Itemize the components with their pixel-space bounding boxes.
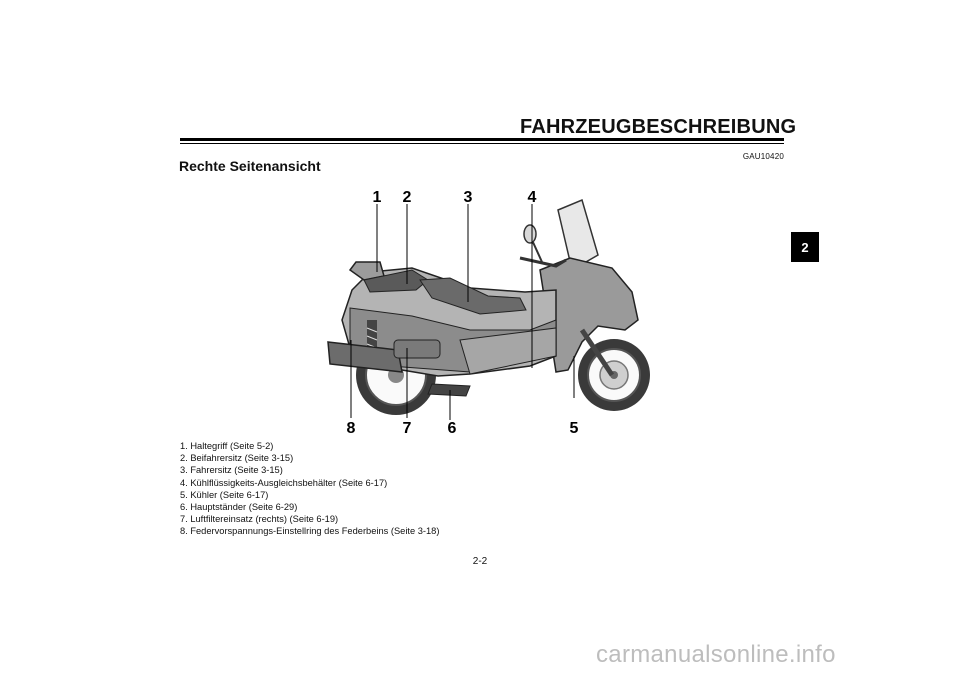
callout-3: 3 [464,189,473,206]
header-rule-thick [180,138,784,141]
chapter-header-title: FAHRZEUGBESCHREIBUNG [520,116,797,138]
parts-legend: 1. Haltegriff (Seite 5-2) 2. Beifahrersi… [180,440,439,538]
rider-seat [419,277,527,315]
air-filter-case [393,339,441,359]
legend-item: 1. Haltegriff (Seite 5-2) [180,441,274,451]
front-wheel [578,339,650,411]
windshield [557,198,599,272]
chapter-tab[interactable]: 2 [791,232,819,262]
callout-8: 8 [347,420,356,437]
legend-item: 8. Federvorspannungs-Einstellring des Fe… [180,526,440,537]
watermark: carmanualsonline.info [596,641,836,668]
legend-item: 5. Kühler (Seite 6-17) [180,489,269,500]
callout-6: 6 [448,420,457,437]
callout-1: 1 [373,189,382,206]
leader-lines [350,204,575,420]
scooter-right-side-illustration: 1 2 3 4 5 6 7 8 [327,189,650,437]
center-stand [427,383,471,397]
callout-5: 5 [570,420,579,437]
legend-item: 3. Fahrersitz (Seite 3-15) [180,465,283,476]
grab-rail [348,261,385,281]
legend-item: 4. Kühlflüssigkeits-Ausgleichsbehälter (… [180,477,388,488]
legend-item: 6. Hauptständer (Seite 6-29) [180,502,298,513]
mirror [523,224,543,263]
legend-item: 2. Beifahrersitz (Seite 3-15) [180,453,294,464]
callout-4: 4 [528,189,537,206]
legend-item: 7. Luftfiltereinsatz (rechts) (Seite 6-1… [180,514,339,525]
callout-2: 2 [403,189,412,206]
document-code: GAU10420 [742,152,784,161]
callout-7: 7 [403,420,412,437]
section-title: Rechte Seitenansicht [179,158,321,174]
front-fairing [539,257,639,373]
passenger-seat [363,269,429,293]
header-rule-thin [180,143,784,144]
muffler [327,341,403,373]
page-number: 2-2 [472,556,488,567]
